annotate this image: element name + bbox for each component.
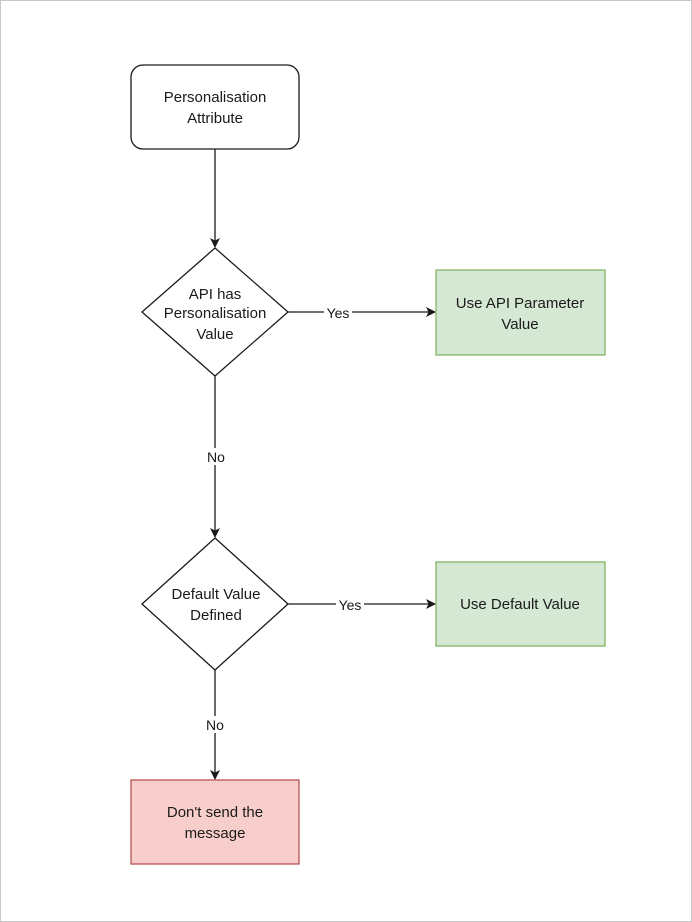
edge-label-default-yes: Yes <box>336 597 364 613</box>
node-use-api-parameter-value: Use API Parameter Value <box>435 269 606 356</box>
node-use-default-line1: Use Default Value <box>460 596 580 613</box>
node-decision-api-has-value: API has Personalisation Value <box>141 247 289 377</box>
node-personalisation-attribute: Personalisation Attribute <box>130 64 300 150</box>
node-decision-default-line2: Defined <box>190 607 242 624</box>
node-decision-default-line1: Default Value <box>172 586 261 603</box>
node-dont-send-message: Don't send the message <box>130 779 300 865</box>
node-use-api-line1: Use API Parameter <box>456 295 584 312</box>
node-decision-default-value-defined: Default Value Defined <box>141 537 289 671</box>
node-dont-send-line2: message <box>185 825 246 842</box>
node-decision-api-line3: Value <box>196 326 233 343</box>
node-use-default-value: Use Default Value <box>435 561 606 647</box>
edge-label-api-yes-text: Yes <box>327 305 350 321</box>
edge-label-api-yes: Yes <box>324 305 352 321</box>
edge-label-default-no-text: No <box>206 717 224 733</box>
node-decision-api-line2: Personalisation <box>164 305 267 322</box>
edge-label-api-no-text: No <box>207 449 225 465</box>
node-use-api-line2: Value <box>501 316 538 333</box>
node-decision-api-line1: API has <box>189 286 242 303</box>
edge-label-api-no: No <box>205 448 227 465</box>
node-start-line2: Attribute <box>187 110 243 127</box>
edge-label-default-yes-text: Yes <box>339 597 362 613</box>
node-dont-send-line1: Don't send the <box>167 804 263 821</box>
edge-label-default-no: No <box>204 716 226 733</box>
node-start-line1: Personalisation <box>164 89 267 106</box>
